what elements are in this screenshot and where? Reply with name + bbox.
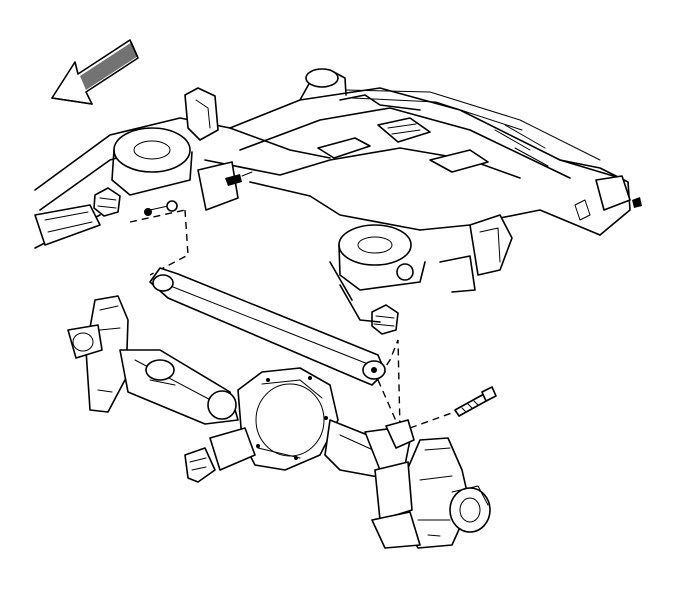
rear-axle-assembly: [67, 295, 491, 549]
track-bar-bolt: [454, 386, 497, 417]
frame-crossmember: [34, 68, 642, 335]
front-direction-arrow: [51, 39, 139, 105]
track-bar: [149, 267, 386, 386]
